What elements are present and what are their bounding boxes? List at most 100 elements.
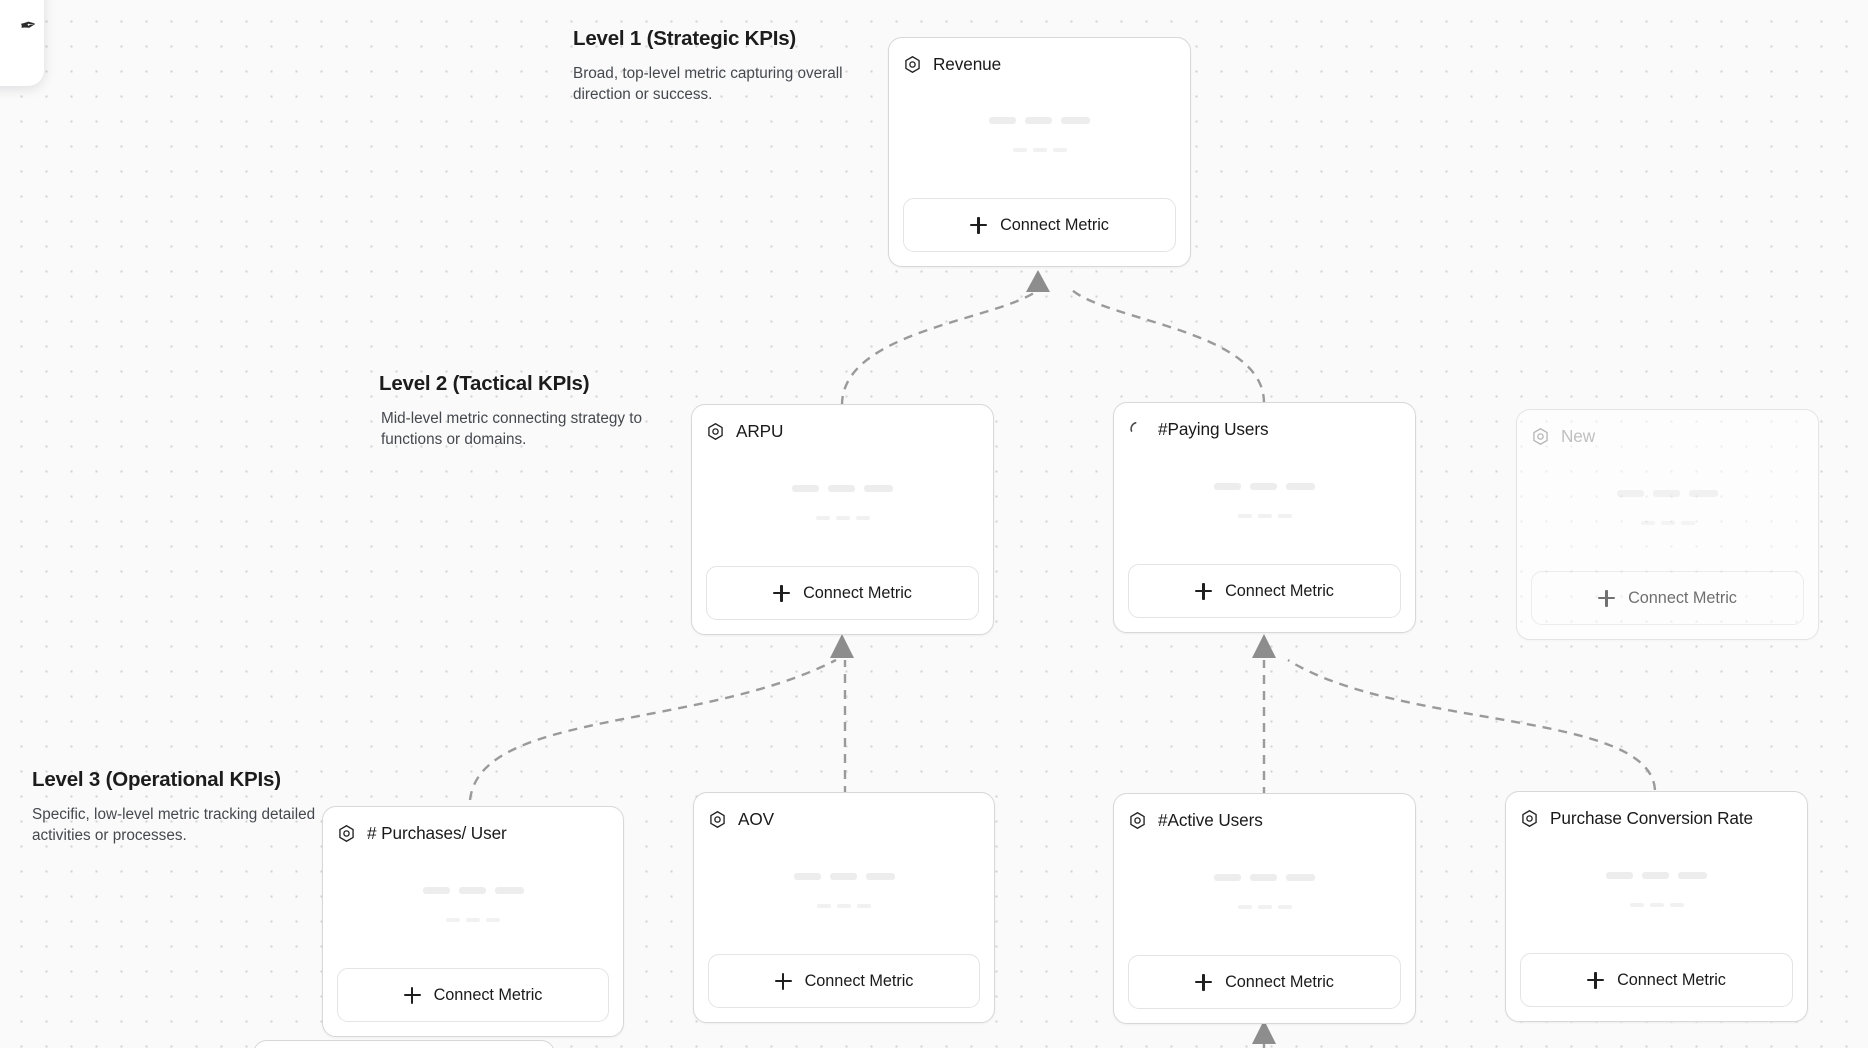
card-title: #Paying Users (1158, 418, 1269, 439)
skeleton-pill (1286, 482, 1315, 490)
skeleton-row-secondary (1629, 902, 1684, 907)
skeleton-pill (865, 872, 895, 880)
card-skeleton-body (708, 832, 980, 954)
skeleton-pill (1689, 489, 1718, 497)
card-title: #Active Users (1158, 809, 1263, 830)
connect-metric-label: Connect Metric (1617, 970, 1726, 989)
connect-metric-label: Connect Metric (1628, 588, 1737, 607)
connect-metric-button[interactable]: Connect Metric (708, 954, 980, 1008)
metric-card-new[interactable]: New Connect Metric (1516, 409, 1819, 640)
skeleton-pill (792, 484, 819, 492)
skeleton-row-primary (1617, 489, 1718, 497)
connect-metric-label: Connect Metric (433, 985, 543, 1004)
skeleton-pill-small (1237, 904, 1252, 909)
plus-icon (774, 972, 792, 990)
card-skeleton-body (903, 77, 1176, 198)
metric-card-purchase-conversion-rate[interactable]: Purchase Conversion Rate Connect Metric (1505, 791, 1808, 1022)
connect-metric-button[interactable]: Connect Metric (337, 968, 609, 1022)
skeleton-pill (828, 484, 855, 492)
hexagon-metric-icon (1522, 809, 1537, 827)
skeleton-pill (793, 872, 821, 880)
connect-metric-button[interactable]: Connect Metric (903, 198, 1176, 252)
skeleton-pill (989, 117, 1016, 124)
skeleton-row-secondary (815, 515, 870, 520)
hexagon-metric-icon (339, 824, 354, 842)
arrowhead-arpu (830, 634, 854, 658)
skeleton-pill (864, 484, 893, 492)
level-3-description: Specific, low-level metric tracking deta… (32, 805, 316, 845)
hexagon-metric-icon (708, 422, 723, 440)
skeleton-pill-small (835, 515, 850, 520)
card-header: Revenue (903, 51, 1176, 77)
card-skeleton-body (1128, 442, 1401, 564)
connect-metric-button[interactable]: Connect Metric (1520, 953, 1793, 1007)
skeleton-pill-small (1277, 904, 1292, 909)
card-header: AOV (708, 806, 980, 832)
plus-icon (970, 216, 988, 234)
skeleton-pill-small (815, 515, 830, 520)
metric-card-purchases-per-user[interactable]: # Purchases/ User Connect Metric (322, 806, 624, 1037)
skeleton-row-primary (1606, 871, 1707, 879)
floating-toolbar-panel[interactable]: ✒ (0, 0, 44, 86)
skeleton-row-primary (792, 484, 893, 492)
connect-metric-button[interactable]: Connect Metric (1128, 955, 1401, 1009)
skeleton-pill (1678, 871, 1707, 879)
skeleton-pill-small (855, 515, 870, 520)
skeleton-pill (1606, 871, 1633, 879)
pen-tool-icon[interactable]: ✒ (18, 13, 39, 39)
plus-icon (1598, 589, 1616, 607)
edge-arpu-to-revenue (840, 289, 1039, 406)
card-skeleton-body (1520, 831, 1793, 953)
hexagon-metric-icon (1533, 427, 1548, 445)
metric-card-paying-users[interactable]: #Paying Users Connect Metric (1113, 402, 1416, 633)
skeleton-row-secondary (1640, 520, 1695, 525)
hexagon-metric-icon (905, 55, 920, 73)
connect-metric-button[interactable]: Connect Metric (706, 566, 979, 620)
skeleton-pill-small (817, 903, 831, 908)
connect-metric-button[interactable]: Connect Metric (1531, 571, 1804, 625)
level-1-caption: Level 1 (Strategic KPIs) Broad, top-leve… (573, 26, 873, 106)
skeleton-pill (829, 872, 857, 880)
skeleton-row-primary (1214, 873, 1315, 881)
connect-metric-label: Connect Metric (1000, 215, 1109, 234)
card-header: ARPU (706, 418, 979, 444)
skeleton-pill (1214, 482, 1241, 490)
card-title: AOV (738, 808, 774, 829)
skeleton-pill-small (446, 917, 460, 922)
card-title: Purchase Conversion Rate (1550, 807, 1754, 828)
skeleton-pill (1617, 489, 1644, 497)
metric-card-active-users[interactable]: #Active Users Connect Metric (1113, 793, 1416, 1024)
card-skeleton-body (337, 846, 609, 968)
skeleton-pill (494, 886, 524, 894)
card-skeleton-body (706, 444, 979, 566)
metric-card-revenue[interactable]: Revenue Connect Metric (888, 37, 1191, 267)
skeleton-pill-small (1277, 513, 1292, 518)
skeleton-pill (1250, 873, 1277, 881)
skeleton-pill (1061, 117, 1090, 124)
skeleton-pill-small (1669, 902, 1684, 907)
skeleton-pill-small (1012, 148, 1027, 152)
skeleton-pill-small (466, 917, 480, 922)
card-skeleton-body (1128, 833, 1401, 955)
skeleton-row-secondary (1237, 513, 1292, 518)
metric-card-arpu[interactable]: ARPU Connect Metric (691, 404, 994, 635)
skeleton-pill-small (837, 903, 851, 908)
metric-card-partial-below[interactable] (253, 1040, 555, 1048)
arrowhead-revenue (1026, 270, 1050, 292)
skeleton-row-primary (422, 886, 524, 894)
plus-icon (1587, 971, 1605, 989)
metric-card-aov[interactable]: AOV Connect Metric (693, 792, 995, 1023)
skeleton-pill (1025, 117, 1052, 124)
connect-metric-button[interactable]: Connect Metric (1128, 564, 1401, 618)
skeleton-pill (1653, 489, 1680, 497)
plus-icon (1195, 973, 1213, 991)
card-header: Purchase Conversion Rate (1520, 805, 1793, 831)
arrowhead-paying-users (1252, 634, 1276, 658)
skeleton-pill-small (1660, 520, 1675, 525)
card-title: ARPU (736, 420, 784, 441)
skeleton-pill-small (1052, 148, 1067, 152)
plus-icon (403, 986, 421, 1004)
skeleton-pill-small (857, 903, 871, 908)
edge-conversion-to-paying-users (1287, 658, 1657, 791)
